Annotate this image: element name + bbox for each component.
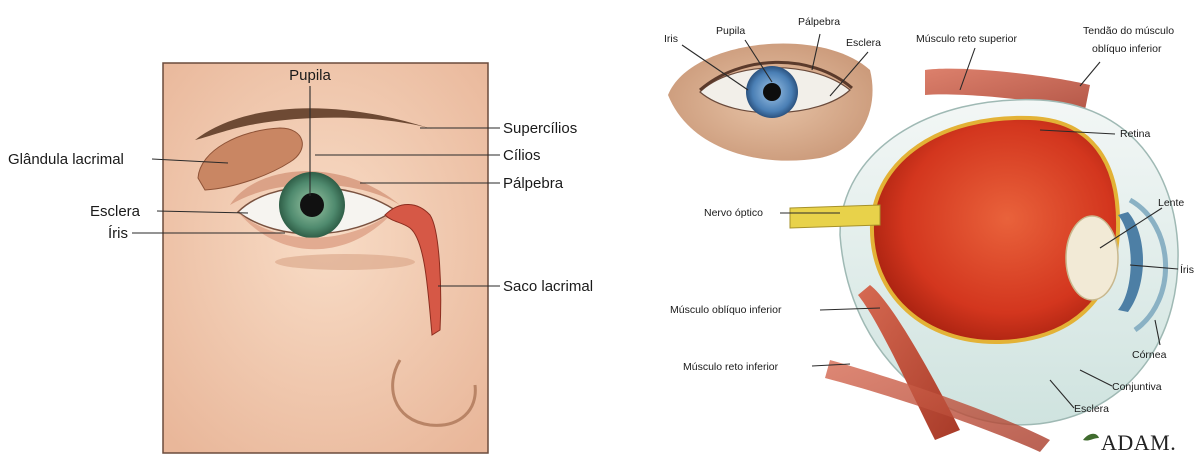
adam-logo: ADAM.: [1083, 430, 1176, 455]
label-r-nervo-optico: Nervo óptico: [704, 207, 763, 219]
label-saco-lacrimal: Saco lacrimal: [503, 278, 593, 295]
label-r-iris: Iris: [664, 33, 678, 45]
under-eye-shadow: [275, 254, 415, 270]
label-iris: Íris: [108, 225, 128, 242]
label-r-musculo-reto-superior: Músculo reto superior: [916, 33, 1017, 45]
label-r-pupila: Pupila: [716, 25, 745, 37]
label-r-tendao-line1: Tendão do músculo: [1083, 25, 1174, 37]
external-eye-illustration: [163, 63, 488, 453]
lens: [1066, 216, 1118, 300]
label-r-musculo-reto-inferior: Músculo reto inferior: [683, 361, 779, 373]
label-supercilios: Supercílios: [503, 120, 577, 137]
label-r-esclera-bottom: Esclera: [1074, 403, 1109, 415]
label-esclera: Esclera: [90, 203, 141, 220]
label-r-palpebra: Pálpebra: [798, 16, 840, 28]
label-cilios: Cílios: [503, 147, 541, 164]
label-r-iris-side: Íris: [1180, 263, 1194, 276]
eye-photo: [668, 44, 873, 161]
label-glandula-lacrimal: Glândula lacrimal: [8, 151, 124, 168]
eye-photo-pupil: [763, 83, 781, 101]
label-r-retina: Retina: [1120, 128, 1151, 140]
leaf-icon: [1083, 434, 1099, 441]
label-r-musculo-obliquo-inferior: Músculo oblíquo inferior: [670, 304, 782, 316]
label-r-esclera-top: Esclera: [846, 37, 881, 49]
optic-nerve: [790, 205, 880, 228]
label-r-tendao-line2: oblíquo inferior: [1092, 43, 1162, 55]
label-r-cornea: Córnea: [1132, 349, 1167, 361]
label-palpebra: Pálpebra: [503, 175, 564, 192]
logo-text: ADAM.: [1101, 430, 1176, 455]
pupil-left: [300, 193, 324, 217]
label-r-conjuntiva: Conjuntiva: [1112, 381, 1162, 393]
label-pupila: Pupila: [289, 67, 331, 84]
label-r-lente: Lente: [1158, 197, 1184, 209]
